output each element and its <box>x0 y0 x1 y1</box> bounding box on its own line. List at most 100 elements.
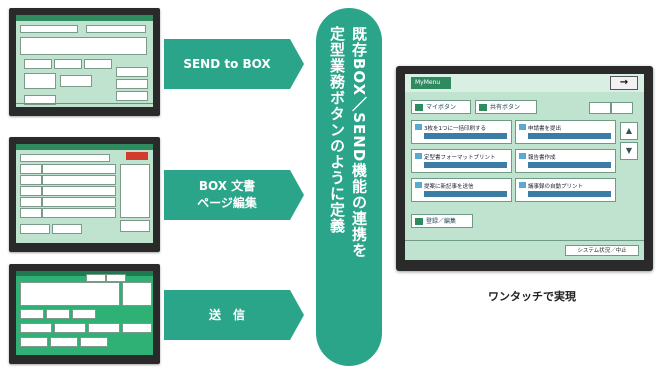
view-toggle-list-icon[interactable] <box>589 102 611 114</box>
header-row <box>20 154 110 162</box>
option-button <box>116 79 148 89</box>
action-button <box>20 224 50 234</box>
close-button <box>126 152 148 160</box>
list-item <box>42 186 116 196</box>
arrow-send: 送 信 <box>164 290 304 340</box>
preset-icon <box>519 182 526 188</box>
preset-icon <box>519 153 526 159</box>
option-button <box>20 337 48 347</box>
tab-my-buttons[interactable]: マイボタン <box>411 100 471 114</box>
tab-label: 共有ボタン <box>490 104 521 111</box>
scroll-panel <box>120 164 150 218</box>
dropdown <box>20 25 78 33</box>
preset-button-3[interactable]: 定型書フォーマットプリント <box>411 149 512 173</box>
option-button <box>116 91 148 101</box>
option-button <box>116 67 148 77</box>
arrow-label: SEND to BOX <box>183 56 271 71</box>
preset-button-1[interactable]: 3枚を1つに一括印刷する <box>411 120 512 144</box>
preset-label: 3枚を1つに一括印刷する <box>424 126 486 132</box>
list-item <box>42 197 116 207</box>
preset-icon <box>519 124 526 130</box>
list-item <box>20 175 42 185</box>
option-button <box>54 323 86 333</box>
option-button <box>84 59 112 69</box>
arrow-shape-icon <box>164 39 304 89</box>
option-button <box>122 323 152 333</box>
preset-description <box>528 191 611 197</box>
user-icon <box>415 104 423 111</box>
preset-description <box>528 162 611 168</box>
thumbnail-send-screen <box>9 264 160 364</box>
preset-label: 提案に新記事を送信 <box>424 184 474 190</box>
title-tab[interactable]: MyMenu <box>411 77 451 89</box>
caption-one-touch: ワンタッチで実現 <box>488 290 576 303</box>
option-button <box>50 337 78 347</box>
users-icon <box>479 104 487 111</box>
arrow-right-button[interactable]: → <box>610 76 638 90</box>
side-panel <box>122 282 152 306</box>
preset-label: 報告書作成 <box>528 155 556 161</box>
preset-description <box>424 133 507 139</box>
definition-capsule: 既存BOX／SEND機能の連携を 定型業務ボタンのように定義 <box>316 8 382 366</box>
option-button <box>72 309 96 319</box>
thumbnail-send-to-box-screen <box>9 8 160 116</box>
system-status-button[interactable]: システム状況／中止 <box>565 245 639 256</box>
option-button <box>20 309 44 319</box>
view-toggle-grid-icon[interactable] <box>611 102 633 114</box>
tab-shared-buttons[interactable]: 共有ボタン <box>475 100 537 114</box>
register-edit-label: 登録／編集 <box>426 218 457 225</box>
arrow-shape-icon <box>164 170 304 220</box>
preset-description <box>424 162 507 168</box>
preset-description <box>528 133 611 139</box>
preset-label: 申請書を提出 <box>528 126 562 132</box>
screen-top-bar <box>405 74 644 92</box>
option-button <box>88 323 120 333</box>
list-item <box>20 197 42 207</box>
preset-icon <box>415 124 422 130</box>
footer-divider <box>405 240 644 241</box>
option-button <box>24 95 56 105</box>
list-item <box>42 175 116 185</box>
tab <box>106 274 126 282</box>
option-button <box>80 337 108 347</box>
scroll-down-icon[interactable]: ▼ <box>620 142 638 160</box>
thumbnail-screen <box>16 144 153 243</box>
address-panel <box>20 282 120 306</box>
preset-button-4[interactable]: 報告書作成 <box>515 149 616 173</box>
option-button <box>24 73 56 89</box>
register-edit-button[interactable]: 登録／編集 <box>411 214 473 228</box>
thumbnail-box-document-screen <box>9 137 160 252</box>
preset-label: 定型書フォーマットプリント <box>424 155 496 161</box>
preset-button-5[interactable]: 提案に新記事を送信 <box>411 178 512 202</box>
arrow-box-document-edit: BOX 文書 ページ編集 <box>164 170 304 220</box>
preset-button-6[interactable]: 議事録の自動プリント <box>515 178 616 202</box>
preset-icon <box>415 153 422 159</box>
divider <box>16 103 153 104</box>
list-item <box>20 186 42 196</box>
dropdown <box>86 25 146 33</box>
mymenu-panel-frame: MyMenu → マイボタン 共有ボタン 3枚を1つに一括印刷する 申請書を提出… <box>396 66 653 271</box>
preset-label: 議事録の自動プリント <box>528 184 584 190</box>
option-button <box>54 59 82 69</box>
screen-header <box>16 271 153 276</box>
arrow-send-to-box: SEND to BOX <box>164 39 304 89</box>
scroll-up-icon[interactable]: ▲ <box>620 122 638 140</box>
list-item <box>42 208 116 218</box>
screen-header <box>16 15 153 21</box>
capsule-text-line2: 定型業務ボタンのように定義 <box>328 26 346 234</box>
action-button <box>52 224 82 234</box>
thumbnail-screen <box>16 15 153 107</box>
tab <box>86 274 106 282</box>
option-button <box>60 75 92 87</box>
list-item <box>20 164 42 174</box>
info-panel <box>20 37 147 55</box>
list-item <box>42 164 116 174</box>
preset-button-2[interactable]: 申請書を提出 <box>515 120 616 144</box>
screen-header <box>16 144 153 150</box>
preset-icon <box>415 182 422 188</box>
thumbnail-screen <box>16 271 153 355</box>
side-button <box>120 220 150 232</box>
option-button <box>24 59 52 69</box>
mymenu-screen: MyMenu → マイボタン 共有ボタン 3枚を1つに一括印刷する 申請書を提出… <box>405 74 644 260</box>
list-item <box>20 208 42 218</box>
